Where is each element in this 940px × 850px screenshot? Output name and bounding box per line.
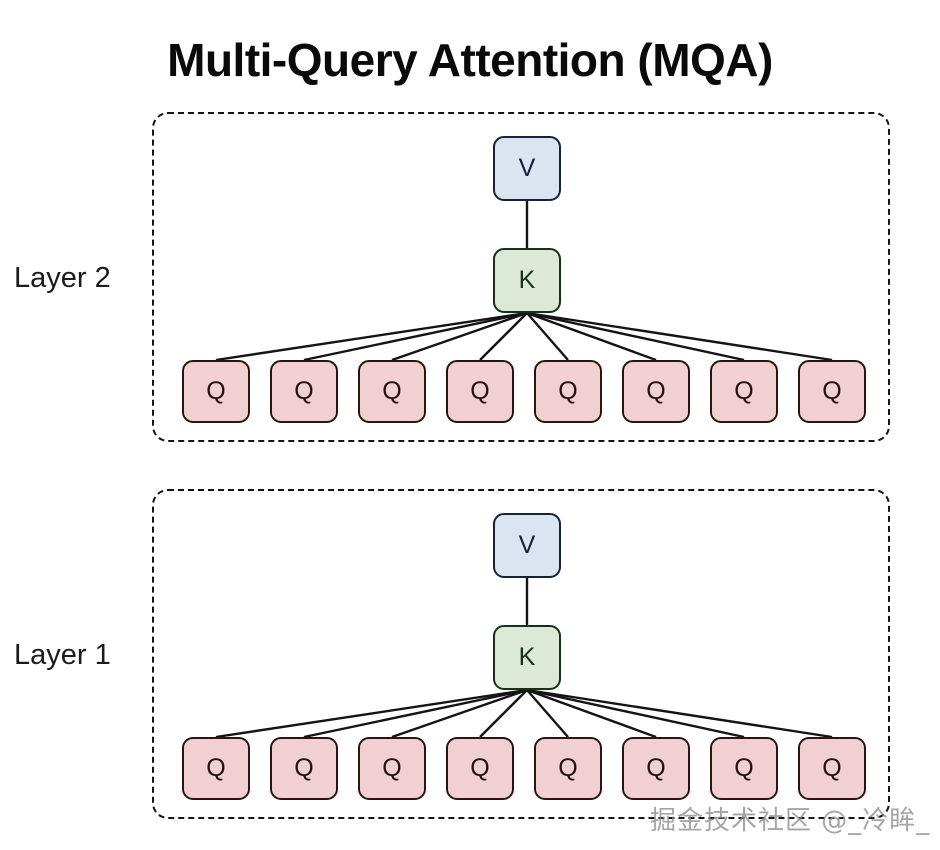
layer-label-layer-2: Layer 2 bbox=[14, 262, 111, 294]
query-node-layer-1-7: Q bbox=[710, 737, 778, 800]
query-node-layer-2-4: Q bbox=[446, 360, 514, 423]
query-node-layer-1-6: Q bbox=[622, 737, 690, 800]
query-node-layer-2-7: Q bbox=[710, 360, 778, 423]
layer-container-layer-1 bbox=[152, 489, 890, 819]
query-node-layer-1-4: Q bbox=[446, 737, 514, 800]
query-node-layer-1-1: Q bbox=[182, 737, 250, 800]
query-node-layer-2-3: Q bbox=[358, 360, 426, 423]
query-node-layer-1-3: Q bbox=[358, 737, 426, 800]
key-node-layer-2: K bbox=[493, 248, 561, 313]
layer-container-layer-2 bbox=[152, 112, 890, 442]
layer-label-layer-1: Layer 1 bbox=[14, 639, 111, 671]
query-node-layer-2-1: Q bbox=[182, 360, 250, 423]
watermark-text: 掘金技术社区 @_冷眸_ bbox=[650, 806, 931, 836]
query-node-layer-1-8: Q bbox=[798, 737, 866, 800]
query-node-layer-1-5: Q bbox=[534, 737, 602, 800]
query-node-layer-2-5: Q bbox=[534, 360, 602, 423]
query-node-layer-2-2: Q bbox=[270, 360, 338, 423]
query-node-layer-1-2: Q bbox=[270, 737, 338, 800]
key-node-layer-1: K bbox=[493, 625, 561, 690]
value-node-layer-2: V bbox=[493, 136, 561, 201]
value-node-layer-1: V bbox=[493, 513, 561, 578]
query-node-layer-2-6: Q bbox=[622, 360, 690, 423]
page-title: Multi-Query Attention (MQA) bbox=[167, 34, 773, 86]
query-node-layer-2-8: Q bbox=[798, 360, 866, 423]
